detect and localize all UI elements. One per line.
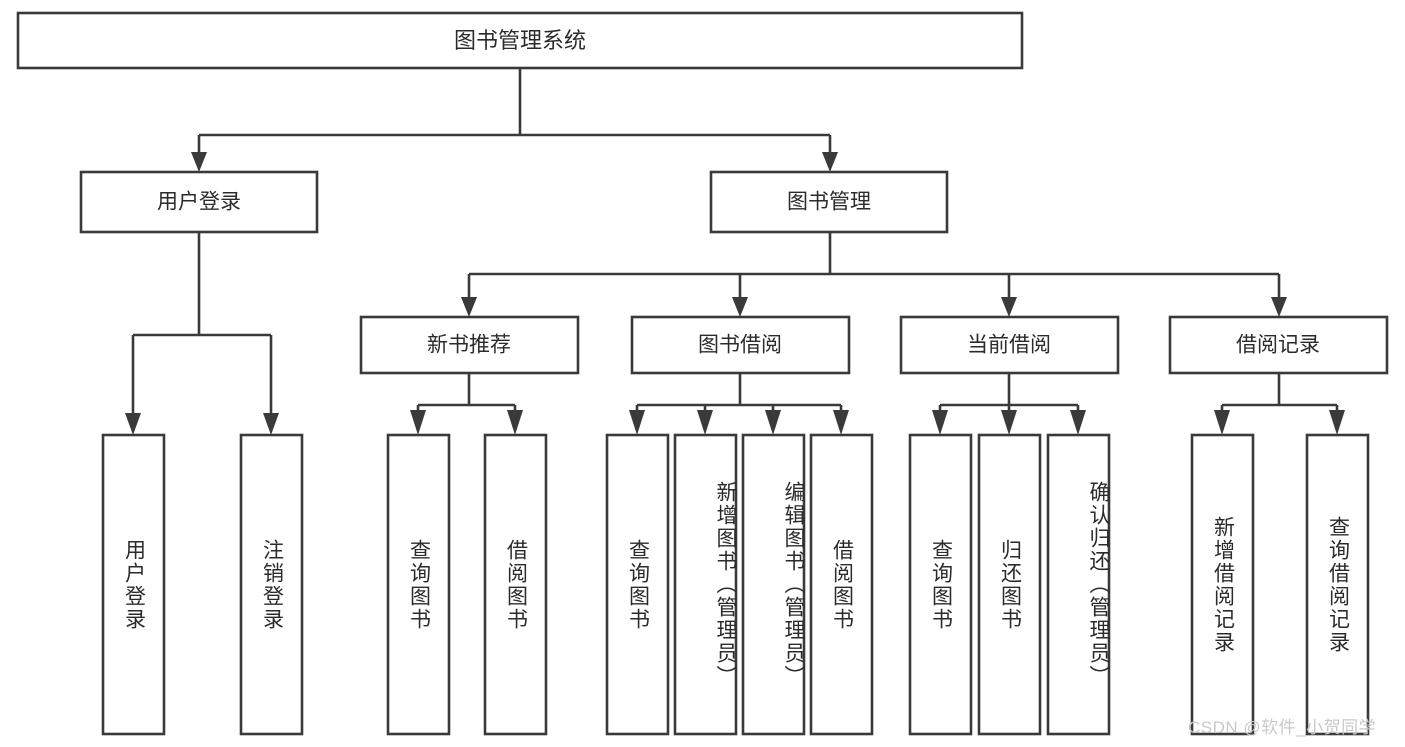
node-leaf-edit-book[interactable] xyxy=(741,433,806,736)
arrow-current-borrow-leaf-3-icon xyxy=(1070,410,1086,435)
arrow-new-book-leaf-1-icon xyxy=(410,410,426,435)
arrow-book-borrow-leaf-3-icon xyxy=(765,410,781,435)
arrow-to-book-borrow-icon xyxy=(732,297,748,317)
node-user-login-label: 用户登录 xyxy=(157,191,241,214)
arrow-book-borrow-leaf-4-icon xyxy=(833,410,849,435)
node-leaf-user-login[interactable] xyxy=(101,433,166,736)
arrow-book-borrow-leaf-1-icon xyxy=(629,410,645,435)
node-book-manage[interactable] xyxy=(709,170,949,234)
node-leaf-add-book[interactable] xyxy=(673,433,738,736)
node-book-borrow[interactable] xyxy=(630,315,851,375)
node-user-login[interactable] xyxy=(79,170,319,234)
node-leaf-confirm-return[interactable] xyxy=(1046,433,1111,736)
connector-layer xyxy=(125,68,1345,435)
node-leaf-borrow-book-1[interactable] xyxy=(483,433,548,736)
node-root-label: 图书管理系统 xyxy=(454,28,586,53)
arrow-user-login-leaf-2-icon xyxy=(263,413,279,435)
arrow-new-book-leaf-2-icon xyxy=(507,410,523,435)
node-leaf-query-record[interactable] xyxy=(1305,433,1370,736)
node-book-borrow-label: 图书借阅 xyxy=(698,334,782,357)
node-leaf-return-book[interactable] xyxy=(977,433,1042,736)
arrow-borrow-record-leaf-2-icon xyxy=(1329,410,1345,435)
arrow-current-borrow-leaf-2-icon xyxy=(1001,410,1017,435)
node-borrow-record[interactable] xyxy=(1168,315,1389,375)
arrow-user-login-leaf-1-icon xyxy=(125,413,141,435)
node-leaf-logout[interactable] xyxy=(239,433,304,736)
arrow-book-borrow-leaf-2-icon xyxy=(697,410,713,435)
node-root[interactable] xyxy=(16,11,1024,70)
node-new-book-recommend[interactable] xyxy=(359,315,580,375)
arrow-borrow-record-leaf-1-icon xyxy=(1214,410,1230,435)
arrow-to-user-login-icon xyxy=(191,152,207,172)
arrow-to-borrow-record-icon xyxy=(1271,297,1287,317)
arrow-to-new-book-icon xyxy=(461,297,477,317)
node-borrow-record-label: 借阅记录 xyxy=(1236,334,1320,357)
csdn-watermark: CSDN @软件_小贺同学 xyxy=(1188,718,1377,737)
node-leaf-query-book-3[interactable] xyxy=(908,433,973,736)
node-current-borrow-label: 当前借阅 xyxy=(967,334,1051,357)
node-leaf-query-book-2[interactable] xyxy=(605,433,670,736)
node-leaf-add-record[interactable] xyxy=(1190,433,1255,736)
node-leaf-query-book-1[interactable] xyxy=(386,433,451,736)
node-layer: 图书管理系统 用户登录 图书管理 新书推荐 图书借阅 当前借阅 借阅记录 xyxy=(16,11,1389,736)
node-leaf-borrow-book-2[interactable] xyxy=(809,433,874,736)
arrow-to-current-borrow-icon xyxy=(1001,297,1017,317)
arrow-current-borrow-leaf-1-icon xyxy=(932,410,948,435)
node-new-book-recommend-label: 新书推荐 xyxy=(427,334,511,357)
node-book-manage-label: 图书管理 xyxy=(787,191,871,214)
node-current-borrow[interactable] xyxy=(899,315,1120,375)
arrow-to-book-manage-icon xyxy=(822,152,838,172)
